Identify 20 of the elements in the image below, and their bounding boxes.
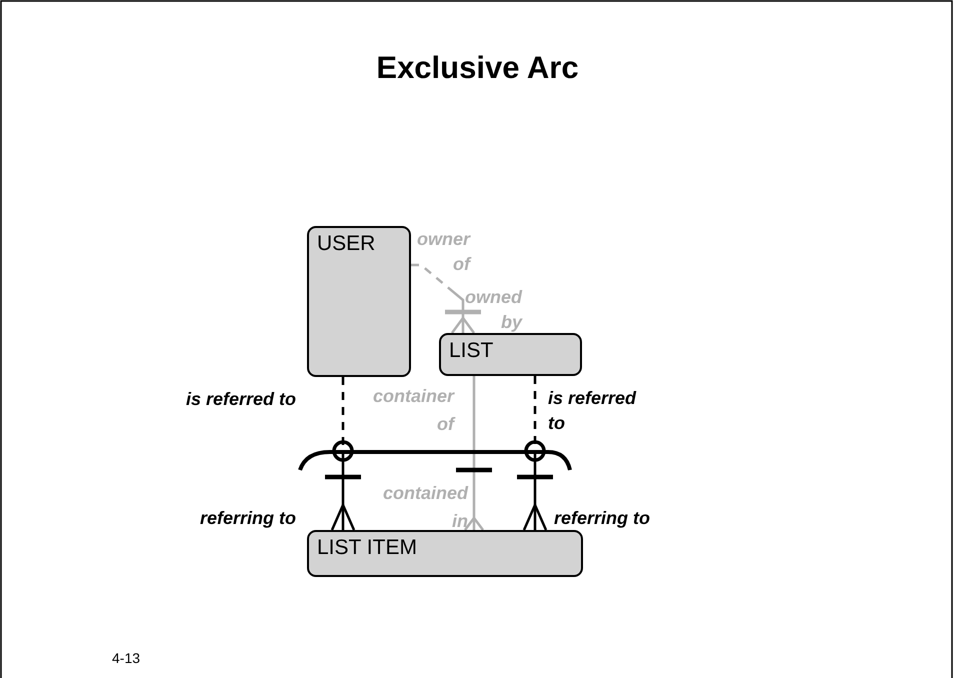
role-label: container of bbox=[372, 385, 454, 436]
entity-name: LIST ITEM bbox=[317, 536, 417, 560]
role-label: owner of bbox=[416, 228, 470, 276]
role-label: is referred to bbox=[186, 388, 298, 411]
entity-box bbox=[307, 530, 583, 577]
relationship-line bbox=[411, 264, 484, 336]
relationship-line bbox=[454, 376, 494, 532]
role-label: referring to bbox=[200, 507, 298, 530]
entity-name: LIST bbox=[449, 339, 494, 363]
role-label: is referred to bbox=[548, 387, 638, 435]
role-label: referring to bbox=[554, 507, 652, 530]
entity-name: USER bbox=[317, 232, 376, 256]
role-label: owned by bbox=[464, 286, 522, 334]
role-label: contained in bbox=[382, 482, 468, 533]
page-number: 4-13 bbox=[112, 649, 142, 668]
entity-box bbox=[307, 226, 411, 377]
entity-box bbox=[439, 333, 582, 376]
relationship-line bbox=[322, 377, 364, 532]
diagram-title: Exclusive Arc bbox=[375, 50, 580, 86]
relationship-line bbox=[514, 376, 556, 532]
